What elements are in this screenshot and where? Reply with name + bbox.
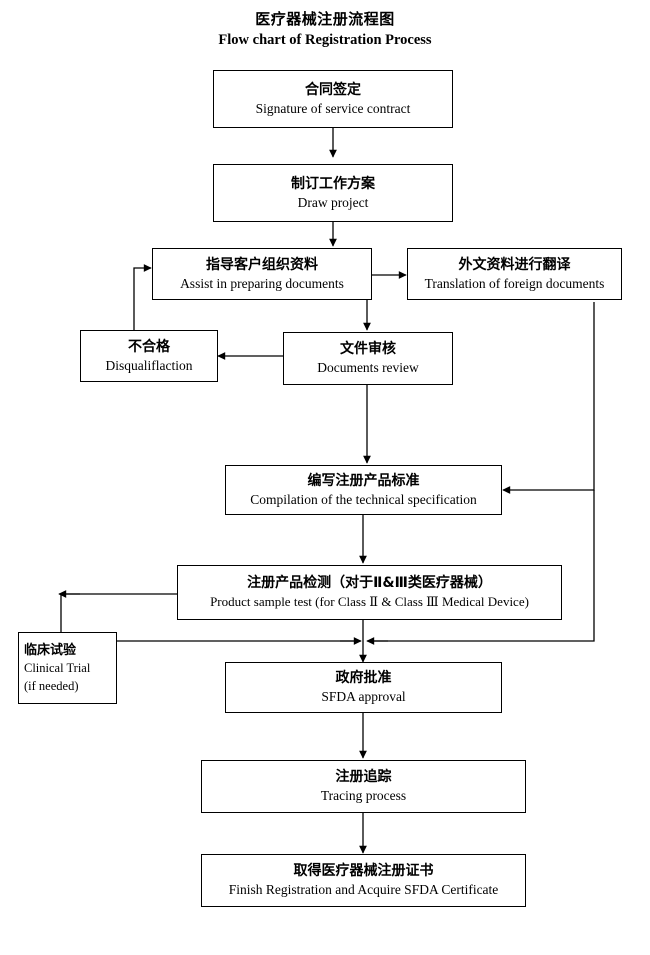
node-draw-project-label-cn: 制订工作方案: [291, 175, 375, 192]
node-draw-project-label-en: Draw project: [297, 194, 369, 210]
node-clinical-trial-label-en: Clinical Trial: [24, 660, 91, 675]
page-title-chinese: 医疗器械注册流程图: [255, 10, 395, 28]
page-title-english: Flow chart of Registration Process: [218, 32, 432, 48]
node-contract[interactable]: 合同签定 Signature of service contract: [213, 70, 453, 128]
node-documents-review-label-en: Documents review: [317, 360, 419, 375]
node-technical-spec[interactable]: 编写注册产品标准 Compilation of the technical sp…: [225, 465, 502, 515]
wire-translation-to-technical-spec: [502, 302, 595, 494]
node-translation-label-en: Translation of foreign documents: [424, 275, 605, 291]
node-tracing[interactable]: 注册追踪 Tracing process: [201, 760, 526, 813]
node-sfda-approval-label-cn: 政府批准: [335, 670, 392, 686]
node-assist-docs[interactable]: 指导客户组织资料 Assist in preparing documents: [152, 248, 372, 300]
node-translation[interactable]: 外文资料进行翻译 Translation of foreign document…: [407, 248, 622, 300]
node-disqualification-label-en: Disqualiflaction: [105, 357, 193, 373]
node-finish-label-en: Finish Registration and Acquire SFDA Cer…: [228, 882, 499, 897]
node-contract-label-en: Signature of service contract: [255, 100, 411, 116]
node-tracing-label-cn: 注册追踪: [335, 769, 392, 785]
node-contract-label-cn: 合同签定: [305, 81, 361, 98]
node-sfda-approval[interactable]: 政府批准 SFDA approval: [225, 662, 502, 713]
node-documents-review[interactable]: 文件审核 Documents review: [283, 332, 453, 385]
node-technical-spec-label-cn: 编写注册产品标准: [307, 472, 420, 489]
node-assist-docs-label-en: Assist in preparing documents: [180, 275, 344, 291]
node-disqualification-label-cn: 不合格: [128, 338, 170, 355]
node-clinical-trial[interactable]: 临床试验 Clinical Trial (if needed): [18, 632, 117, 704]
chart-title-block: 医疗器械注册流程图 Flow chart of Registration Pro…: [0, 10, 650, 50]
node-product-test-label-cn: 注册产品检测（对于Ⅱ&Ⅲ类医疗器械）: [247, 575, 492, 591]
node-product-test[interactable]: 注册产品检测（对于Ⅱ&Ⅲ类医疗器械） Product sample test (…: [177, 565, 562, 620]
node-technical-spec-label-en: Compilation of the technical specificati…: [250, 491, 477, 507]
node-tracing-label-en: Tracing process: [320, 788, 407, 803]
node-clinical-trial-label-cn: 临床试验: [24, 642, 77, 658]
node-draw-project[interactable]: 制订工作方案 Draw project: [213, 164, 453, 222]
node-clinical-trial-note: (if needed): [24, 678, 79, 693]
node-disqualification[interactable]: 不合格 Disqualiflaction: [80, 330, 218, 382]
node-sfda-approval-label-en: SFDA approval: [321, 689, 406, 704]
wire-product-test-to-clinical-trial: [60, 593, 178, 632]
node-product-test-label-en: Product sample test (for Class Ⅱ & Class…: [210, 594, 529, 609]
node-finish[interactable]: 取得医疗器械注册证书 Finish Registration and Acqui…: [201, 854, 526, 907]
wire-disqualification-back-to-assist: [133, 264, 152, 330]
node-translation-label-cn: 外文资料进行翻译: [458, 256, 571, 273]
node-finish-label-cn: 取得医疗器械注册证书: [293, 863, 434, 879]
node-documents-review-label-cn: 文件审核: [340, 341, 396, 357]
node-assist-docs-label-cn: 指导客户组织资料: [206, 256, 318, 273]
